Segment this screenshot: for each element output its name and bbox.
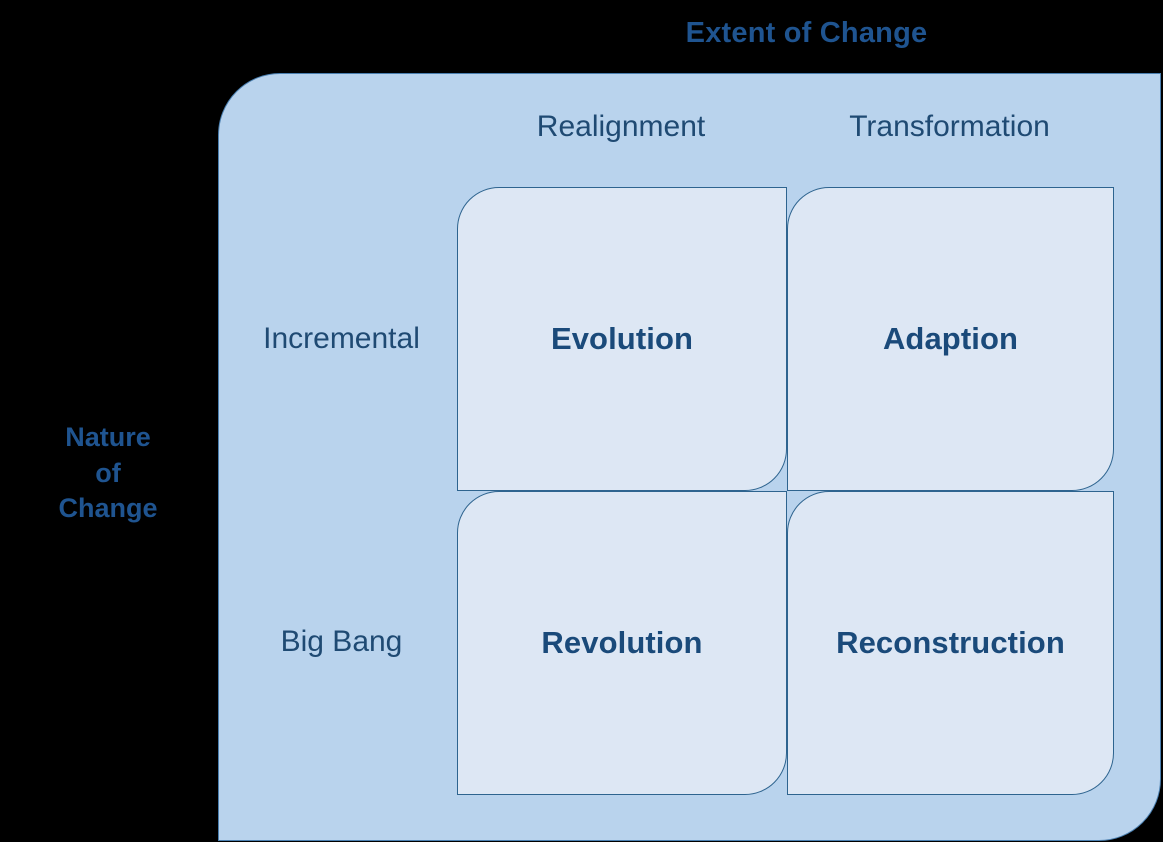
quadrant-label-evolution: Evolution — [550, 321, 694, 356]
column-header-realignment: Realignment — [536, 110, 706, 143]
quadrant-evolution[interactable]: Evolution — [457, 187, 787, 491]
left-axis-title-line-3: Change — [58, 493, 158, 524]
quadrant-label-reconstruction: Reconstruction — [836, 625, 1065, 660]
row-header-big-bang: Big Bang — [280, 625, 403, 658]
quadrant-revolution[interactable]: Revolution — [457, 491, 787, 795]
top-axis-title: Extent of Change — [685, 17, 928, 49]
left-axis-title-line-2: of — [95, 457, 121, 488]
quadrant-adaption[interactable]: Adaption — [787, 187, 1114, 491]
quadrant-label-revolution: Revolution — [541, 625, 703, 660]
left-axis-title: Nature of Change — [0, 420, 216, 527]
quadrant-reconstruction[interactable]: Reconstruction — [787, 491, 1114, 795]
left-axis-title-line-1: Nature — [65, 422, 151, 452]
column-header-transformation: Transformation — [849, 110, 1050, 143]
quadrant-label-adaption: Adaption — [882, 321, 1019, 356]
row-header-incremental: Incremental — [263, 322, 420, 355]
